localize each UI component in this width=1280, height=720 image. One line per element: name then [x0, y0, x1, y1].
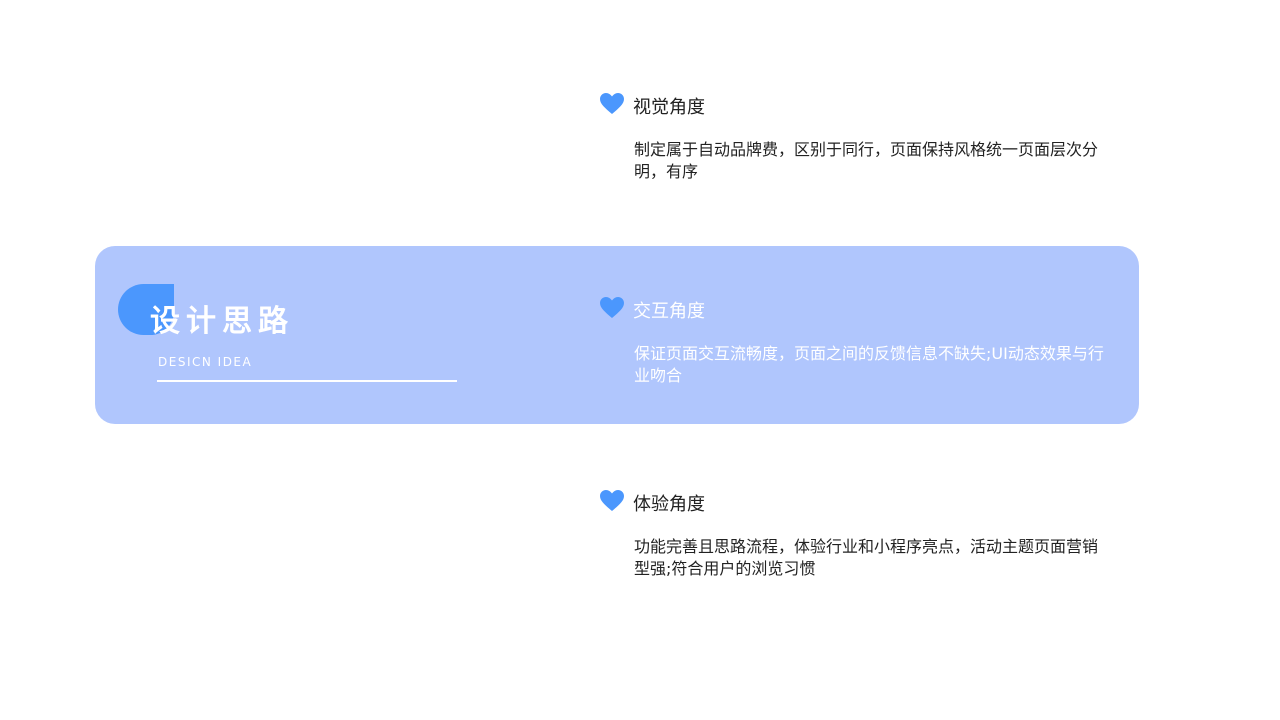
heart-icon [600, 297, 624, 318]
item-title: 交互角度 [633, 301, 705, 322]
section-title: 设计思路 [150, 304, 294, 339]
heart-icon [600, 490, 624, 511]
item-desc: 保证页面交互流畅度，页面之间的反馈信息不缺失;UI动态效果与行业吻合 [634, 344, 1104, 385]
item-title: 视觉角度 [633, 97, 705, 118]
item-desc: 功能完善且思路流程，体验行业和小程序亮点，活动主题页面营销型强;符合用户的浏览习… [634, 537, 1099, 578]
highlight-band [95, 246, 1139, 424]
item-title: 体验角度 [633, 494, 705, 515]
item-desc: 制定属于自动品牌费，区别于同行，页面保持风格统一页面层次分明，有序 [634, 140, 1099, 181]
section-subtitle: DESICN IDEA [158, 355, 253, 369]
heart-icon [600, 93, 624, 114]
divider [157, 380, 457, 382]
decorative-shape [118, 284, 174, 335]
